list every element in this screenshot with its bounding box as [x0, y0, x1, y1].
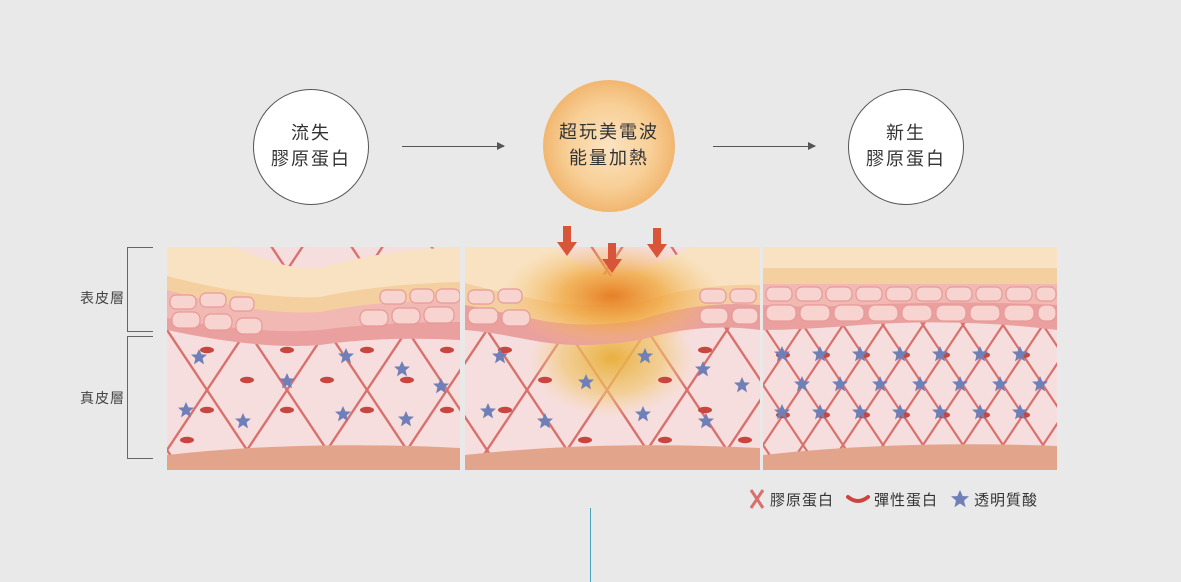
elastin-icon: [846, 495, 871, 503]
epidermis-label: 表皮層: [80, 291, 125, 307]
legend: 膠原蛋白 彈性蛋白 透明質酸: [748, 488, 1050, 510]
star-icon: [951, 490, 970, 508]
step-text: 能量加熱: [569, 148, 649, 169]
legend-label: 膠原蛋白: [770, 490, 835, 509]
step-text: 超玩美電波: [559, 122, 659, 143]
panel-collagen-loss: [167, 247, 460, 470]
step-text: 流失: [291, 123, 331, 144]
collagen-x-icon: [749, 489, 765, 509]
dermis-bracket: [127, 336, 153, 459]
legend-elastin: 彈性蛋白: [846, 489, 938, 510]
panel-new-collagen: [763, 247, 1057, 470]
legend-collagen: 膠原蛋白: [748, 488, 834, 510]
step-rf-heating: 超玩美電波 能量加熱: [543, 80, 675, 212]
divider-line: [590, 508, 591, 582]
dermis-label: 真皮層: [80, 391, 125, 407]
flow-arrow: [402, 142, 505, 150]
legend-hyaluronic: 透明質酸: [950, 489, 1038, 510]
legend-label: 透明質酸: [974, 490, 1039, 509]
step-text: 膠原蛋白: [866, 149, 946, 170]
epidermis-bracket: [127, 247, 153, 332]
step-text: 新生: [886, 123, 926, 144]
legend-label: 彈性蛋白: [874, 490, 939, 509]
step-lost-collagen: 流失 膠原蛋白: [253, 89, 369, 205]
step-new-collagen: 新生 膠原蛋白: [848, 89, 964, 205]
heat-arrows: [557, 226, 667, 273]
flow-arrow: [713, 142, 816, 150]
panel-rf-heating: [465, 247, 760, 470]
step-text: 膠原蛋白: [271, 149, 351, 170]
